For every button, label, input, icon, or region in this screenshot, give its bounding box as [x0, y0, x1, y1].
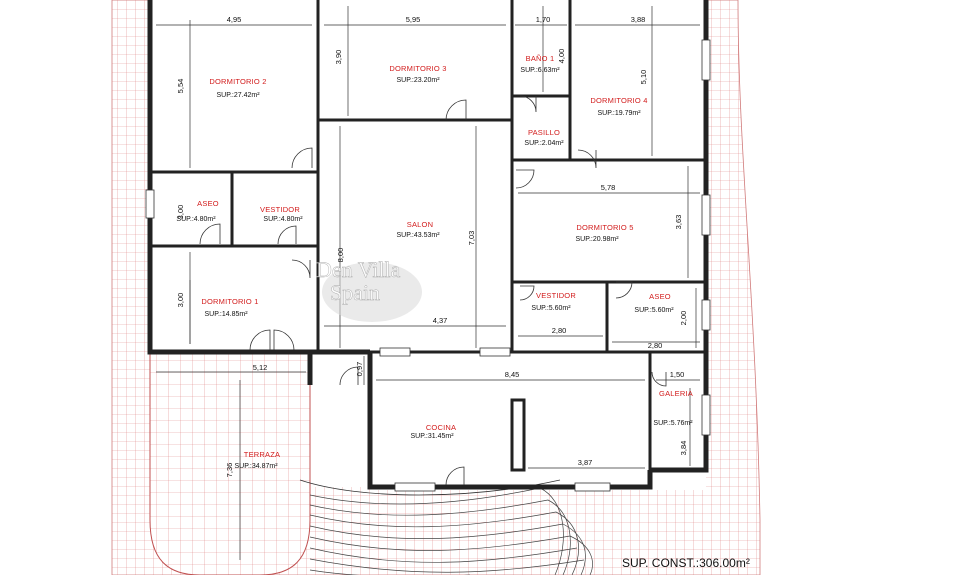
room-name-dormitorio3: DORMITORIO 3	[389, 64, 446, 73]
doors	[199, 95, 667, 486]
dim-3-00-b: 3,00	[176, 293, 185, 308]
interior-walls	[150, 0, 706, 487]
dim-3-63: 3,63	[674, 215, 683, 230]
room-name-pasillo: PASILLO	[528, 128, 560, 137]
dim-3-87: 3,87	[578, 458, 593, 467]
room-area-terraza: SUP.:34.87m²	[234, 463, 278, 470]
room-area-cocina: SUP.:31.45m²	[410, 433, 454, 440]
room-area-dormitorio5: SUP.:20.98m²	[575, 236, 619, 243]
dim-5-78: 5,78	[601, 183, 616, 192]
room-name-dormitorio2: DORMITORIO 2	[209, 77, 266, 86]
room-name-bano1: BAÑO 1	[526, 54, 555, 63]
dim-3-84: 3,84	[679, 441, 688, 456]
dim-2-80-b: 2,80	[648, 341, 663, 350]
dim-2-00: 2,00	[679, 311, 688, 326]
dim-4-00: 4,00	[557, 49, 566, 64]
room-area-pasillo: SUP.:2.04m²	[524, 140, 564, 147]
watermark-line2: Spain	[330, 280, 380, 305]
dim-1-50: 1,50	[670, 370, 685, 379]
dim-4-95: 4,95	[227, 15, 242, 24]
dim-3-00-a: 3,00	[176, 205, 185, 220]
dim-8-45: 8,45	[505, 370, 520, 379]
room-area-vestidor1: SUP.:4.80m²	[263, 216, 303, 223]
room-name-vestidor1: VESTIDOR	[260, 205, 300, 214]
entrance-steps	[309, 487, 593, 575]
room-area-bano1: SUP.:6.63m²	[520, 67, 560, 74]
dim-3-88: 3,88	[631, 15, 646, 24]
watermark-line1: Den Villa	[316, 257, 401, 282]
room-area-vestidor2: SUP.:5.60m²	[531, 305, 571, 312]
room-area-aseo2: SUP.:5.60m²	[634, 307, 674, 314]
dim-5-54: 5,54	[176, 79, 185, 94]
room-name-galeria: GALERIA	[659, 389, 693, 398]
watermark: Den Villa Spain	[316, 257, 422, 322]
dim-7-36: 7,36	[225, 463, 234, 478]
room-area-salon: SUP.:43.53m²	[396, 232, 440, 239]
dim-2-80-a: 2,80	[552, 326, 567, 335]
room-name-dormitorio5: DORMITORIO 5	[576, 223, 633, 232]
dim-3-90: 3,90	[334, 50, 343, 65]
room-name-dormitorio4: DORMITORIO 4	[590, 96, 647, 105]
dimension-labels: 4,95 5,95 1,70 3,88 5,54 3,90 4,00 5,10 …	[176, 15, 688, 477]
dim-5-12: 5,12	[253, 363, 268, 372]
dim-4-37: 4,37	[433, 316, 448, 325]
room-area-dormitorio3: SUP.:23.20m²	[396, 77, 440, 84]
room-name-salon: SALON	[407, 220, 433, 229]
room-area-galeria: SUP.:5.76m²	[653, 420, 693, 427]
room-name-cocina: COCINA	[426, 423, 456, 432]
room-area-dormitorio1: SUP.:14.85m²	[204, 311, 248, 318]
room-area-dormitorio2: SUP.:27.42m²	[216, 92, 260, 99]
dim-0-97: 0,97	[355, 362, 364, 377]
dim-8-00: 8,00	[336, 248, 345, 263]
room-area-dormitorio4: SUP.:19.79m²	[597, 110, 641, 117]
room-name-aseo2: ASEO	[649, 292, 671, 301]
room-name-vestidor2: VESTIDOR	[536, 291, 576, 300]
windows	[145, 39, 711, 492]
room-area-aseo1: SUP.:4.80m²	[176, 216, 216, 223]
dim-1-70: 1,70	[536, 15, 551, 24]
total-built-area: SUP. CONST.:306.00m²	[622, 556, 750, 570]
dim-7-03: 7,03	[467, 231, 476, 246]
room-name-terraza: TERRAZA	[244, 450, 280, 459]
room-name-dormitorio1: DORMITORIO 1	[201, 297, 258, 306]
room-labels: DORMITORIO 2 SUP.:27.42m² DORMITORIO 3 S…	[176, 54, 693, 470]
room-name-aseo1: ASEO	[197, 199, 219, 208]
dim-5-10: 5,10	[639, 70, 648, 85]
dim-5-95: 5,95	[406, 15, 421, 24]
